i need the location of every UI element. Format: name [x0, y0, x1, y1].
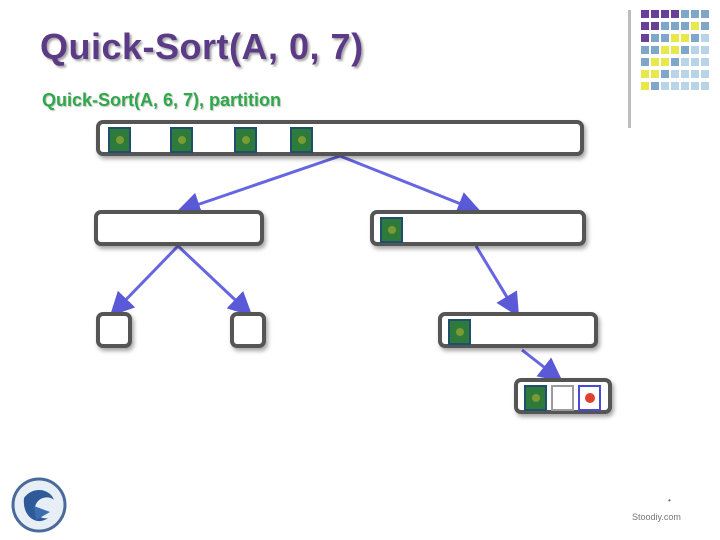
page-number: • [668, 496, 671, 505]
grid-square [651, 58, 659, 66]
slide-title: Quick-Sort(A, 0, 7) [40, 26, 364, 67]
array-cell [380, 217, 403, 243]
grid-square [701, 10, 709, 18]
array-cell [290, 127, 313, 153]
decorative-grid [641, 10, 709, 110]
tree-node-right-grandchild [514, 378, 612, 414]
grid-square [641, 58, 649, 66]
grid-square [641, 82, 649, 90]
grid-square [691, 70, 699, 78]
grid-square [671, 82, 679, 90]
grid-square [671, 46, 679, 54]
grid-square [691, 34, 699, 42]
grid-square [651, 82, 659, 90]
grid-square [701, 82, 709, 90]
array-cell [108, 127, 131, 153]
grid-square [661, 70, 669, 78]
logo-icon [11, 477, 67, 533]
grid-square [651, 70, 659, 78]
array-cell [524, 385, 547, 411]
grid-square [691, 22, 699, 30]
tree-node-left-left [96, 312, 132, 348]
edge-left-leftright [176, 244, 253, 317]
array-cell-empty [551, 385, 574, 411]
grid-square [701, 70, 709, 78]
tree-node-right [370, 210, 586, 246]
tree-node-right-child [438, 312, 598, 348]
grid-square [641, 22, 649, 30]
grid-square [681, 58, 689, 66]
edge-root-left [176, 154, 341, 216]
grid-square [701, 22, 709, 30]
decorative-divider [628, 10, 631, 128]
grid-square [641, 70, 649, 78]
tree-node-root [96, 120, 584, 156]
grid-square [701, 46, 709, 54]
grid-square [651, 46, 659, 54]
grid-square [691, 82, 699, 90]
grid-square [661, 34, 669, 42]
grid-square [641, 46, 649, 54]
grid-square [671, 22, 679, 30]
tree-node-left-right [230, 312, 266, 348]
grid-square [641, 10, 649, 18]
grid-square [681, 46, 689, 54]
grid-square [651, 34, 659, 42]
grid-square [681, 34, 689, 42]
pivot-cell [578, 385, 601, 411]
grid-square [651, 10, 659, 18]
grid-square [701, 58, 709, 66]
grid-square [671, 58, 679, 66]
grid-square [671, 34, 679, 42]
edge-child-grandchild [521, 348, 563, 382]
grid-square [661, 10, 669, 18]
grid-square [641, 34, 649, 42]
grid-square [691, 58, 699, 66]
grid-square [681, 22, 689, 30]
grid-square [661, 58, 669, 66]
grid-square [681, 70, 689, 78]
grid-square [701, 34, 709, 42]
array-cell [234, 127, 257, 153]
slide-subtitle: Quick-Sort(A, 6, 7), partition [42, 90, 282, 110]
grid-square [681, 82, 689, 90]
grid-square [691, 10, 699, 18]
array-cell [448, 319, 471, 345]
edge-left-leftleft [109, 244, 180, 317]
grid-square [671, 70, 679, 78]
grid-square [661, 22, 669, 30]
grid-square [651, 22, 659, 30]
edge-right-child [474, 245, 520, 318]
grid-square [691, 46, 699, 54]
array-cell [170, 127, 193, 153]
grid-square [681, 10, 689, 18]
tree-node-left [94, 210, 264, 246]
watermark: Stoodiy.com [632, 512, 681, 522]
edge-root-right [339, 154, 482, 215]
grid-square [661, 46, 669, 54]
grid-square [671, 10, 679, 18]
grid-square [661, 82, 669, 90]
